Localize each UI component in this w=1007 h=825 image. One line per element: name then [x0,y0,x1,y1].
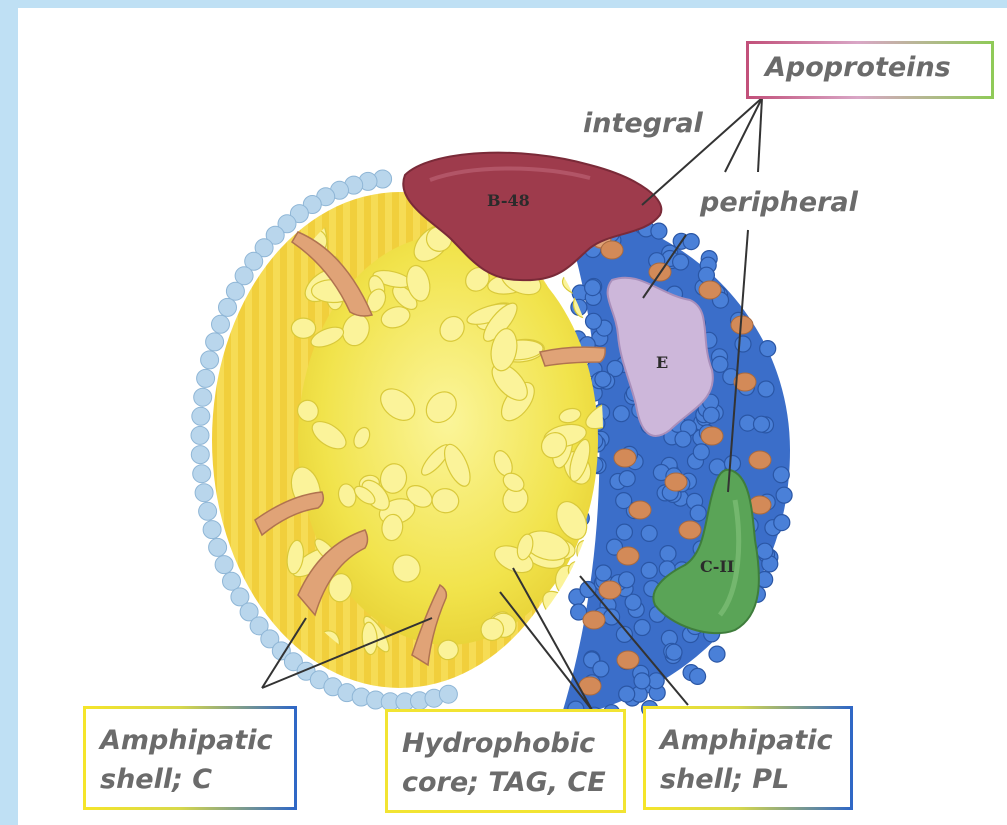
hydrophobic-line1: Hydrophobic [402,724,613,763]
peripheral-label: peripheral [700,185,858,221]
protein-label-e: E [656,353,668,372]
protein-label-b48: B-48 [487,191,530,210]
amphipatic-pl-line2: shell; PL [660,760,840,799]
protein-label-c2: C-II [700,557,734,576]
amphipatic-pl-line1: Amphipatic [660,721,840,760]
amphipatic-shell-pl-box: Amphipatic shell; PL [643,706,853,810]
integral-label: integral [583,106,703,142]
hydrophobic-core-box: Hydrophobic core; TAG, CE [385,709,626,813]
amphipatic-c-line2: shell; C [100,760,284,799]
amphipatic-shell-c-box: Amphipatic shell; C [83,706,297,810]
apoproteins-label: Apoproteins [765,48,977,87]
apoproteins-box: Apoproteins [746,41,994,99]
amphipatic-c-line1: Amphipatic [100,721,284,760]
hydrophobic-line2: core; TAG, CE [402,763,613,802]
